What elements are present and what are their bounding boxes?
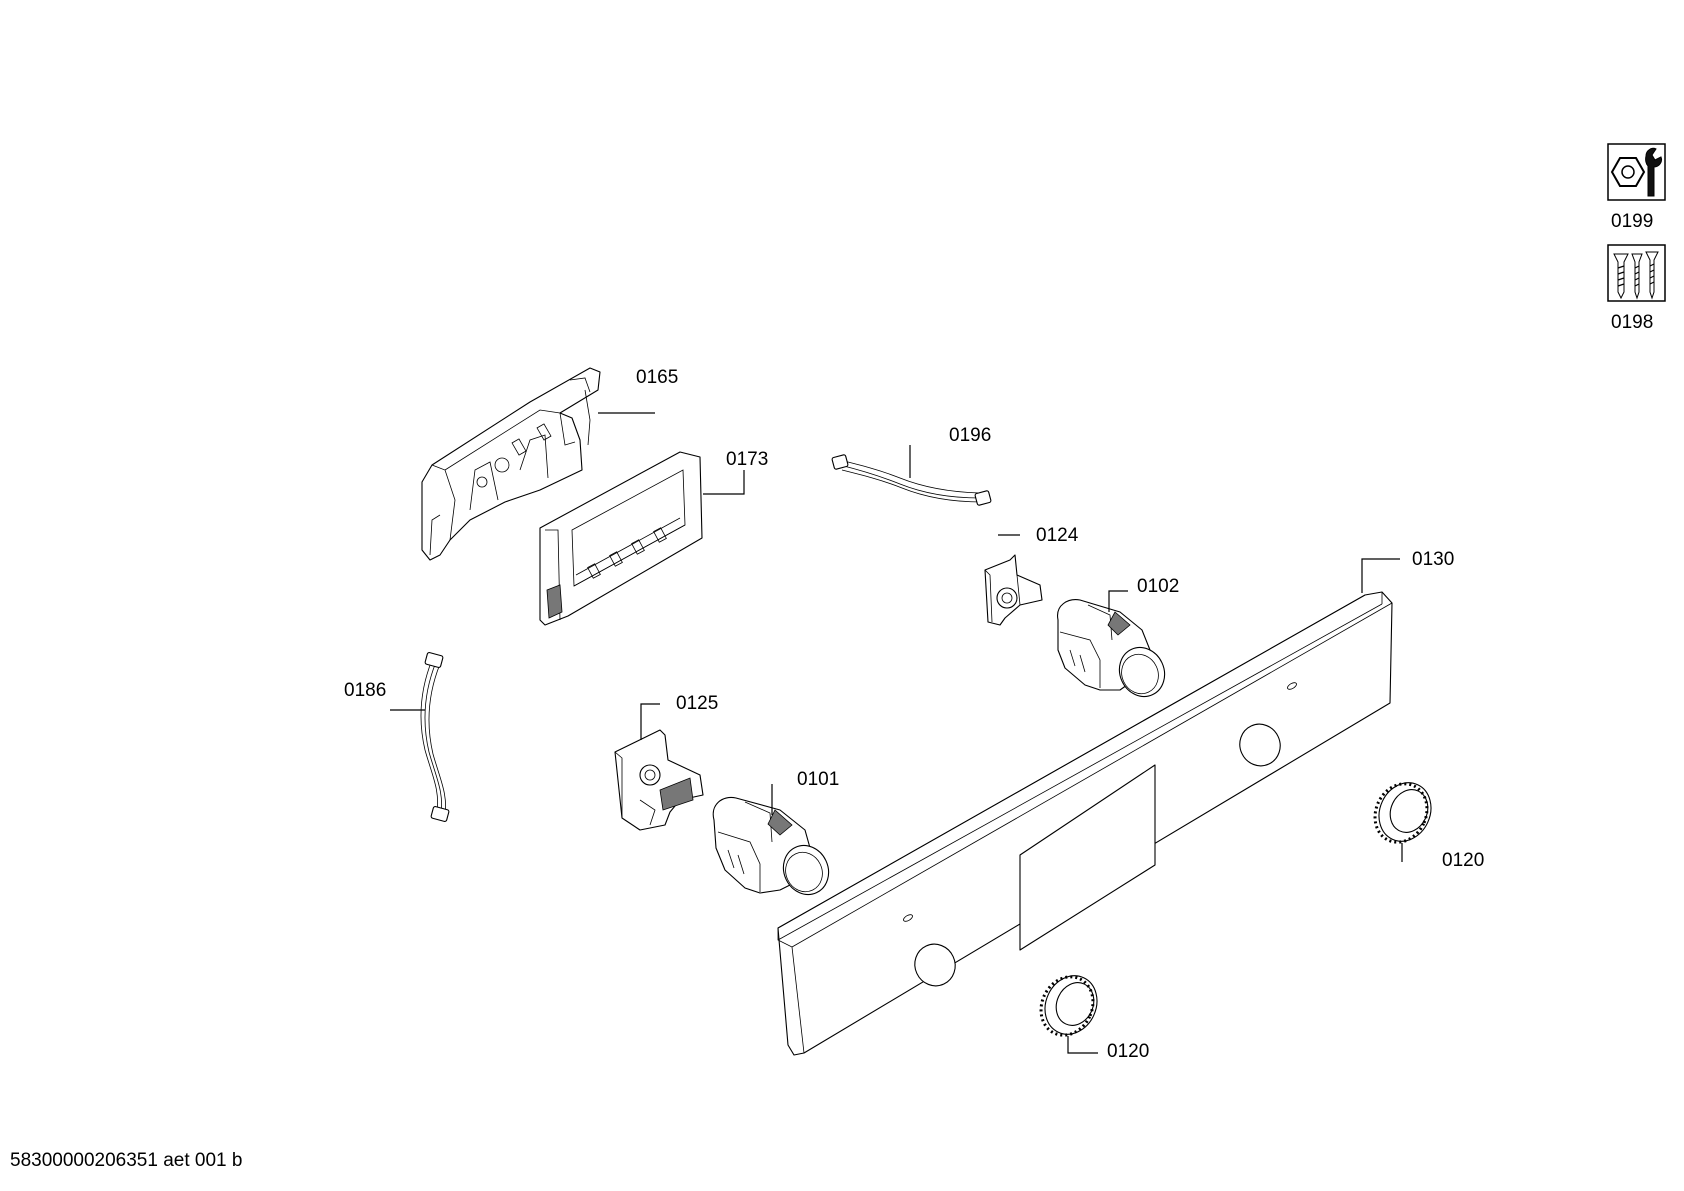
leader-0130 — [1361, 558, 1400, 593]
part-number-0120-right: 0120 — [1442, 850, 1484, 871]
screws-icon — [1607, 244, 1666, 302]
leader-0125 — [640, 703, 660, 740]
part-number-0186: 0186 — [344, 680, 386, 701]
part-0125-switch — [614, 729, 704, 831]
part-number-0124: 0124 — [1036, 525, 1079, 546]
part-number-0199: 0199 — [1611, 211, 1653, 232]
leader-0120-bottom — [1067, 1036, 1098, 1054]
part-number-0101: 0101 — [797, 769, 839, 790]
nut-and-wrench-icon — [1607, 143, 1666, 201]
part-0196-cable — [831, 454, 992, 506]
leader-0173 — [703, 470, 745, 495]
part-number-0120-bottom: 0120 — [1107, 1041, 1149, 1062]
drawing-code: 58300000206351 aet 001 b — [10, 1150, 243, 1171]
leader-0102 — [1108, 590, 1128, 612]
part-0130-fascia-panel — [777, 591, 1393, 1056]
part-0101-knob — [712, 796, 830, 896]
part-number-0102: 0102 — [1137, 576, 1179, 597]
part-0186-wire-harness — [420, 652, 450, 822]
part-number-0130: 0130 — [1412, 549, 1454, 570]
part-number-0196: 0196 — [949, 425, 991, 446]
part-0165-bracket — [421, 367, 601, 561]
part-number-0125: 0125 — [676, 693, 718, 714]
part-0102-knob — [1057, 599, 1166, 698]
part-0173-display-frame — [539, 451, 703, 626]
part-number-0173: 0173 — [726, 449, 768, 470]
part-0120-ring-bottom — [1039, 975, 1098, 1037]
part-0124-switch — [984, 554, 1043, 626]
part-0120-ring-right — [1373, 782, 1432, 844]
part-number-0198: 0198 — [1611, 312, 1653, 333]
part-number-0165: 0165 — [636, 367, 678, 388]
